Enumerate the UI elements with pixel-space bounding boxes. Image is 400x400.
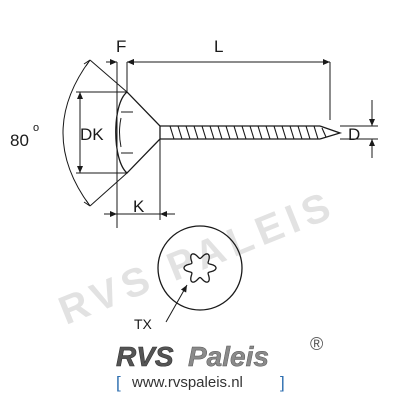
watermark-text: RVS PALEIS — [53, 183, 342, 334]
head-recess — [119, 111, 133, 154]
head-circle — [157, 225, 243, 311]
thread-lines — [169, 125, 327, 140]
tx-leader-line — [165, 284, 188, 323]
label-d: D — [348, 125, 360, 144]
screw-head-outline — [115, 91, 161, 174]
label-l: L — [214, 37, 223, 56]
label-f: F — [116, 37, 126, 56]
logo-registered: ® — [310, 334, 323, 354]
label-k: K — [133, 197, 145, 216]
label-dk: DK — [80, 125, 104, 144]
url-bracket-close: ] — [280, 373, 285, 392]
url-text[interactable]: www.rvspaleis.nl — [131, 374, 243, 391]
screw-top-view — [157, 225, 243, 323]
label-angle-unit: o — [33, 122, 39, 134]
logo-paleis: Paleis — [188, 341, 269, 372]
label-angle: 80 — [10, 131, 29, 150]
screw-side-view — [115, 91, 343, 174]
brand-logo: RVS Paleis ® — [116, 334, 324, 372]
angle-arc — [62, 59, 91, 207]
website-url: [ www.rvspaleis.nl ] — [116, 373, 285, 392]
torx-recess-icon — [183, 253, 217, 283]
url-bracket-open: [ — [116, 373, 121, 392]
logo-rvs: RVS — [116, 341, 174, 372]
label-tx: TX — [134, 316, 153, 332]
dimension-lines — [62, 59, 378, 228]
